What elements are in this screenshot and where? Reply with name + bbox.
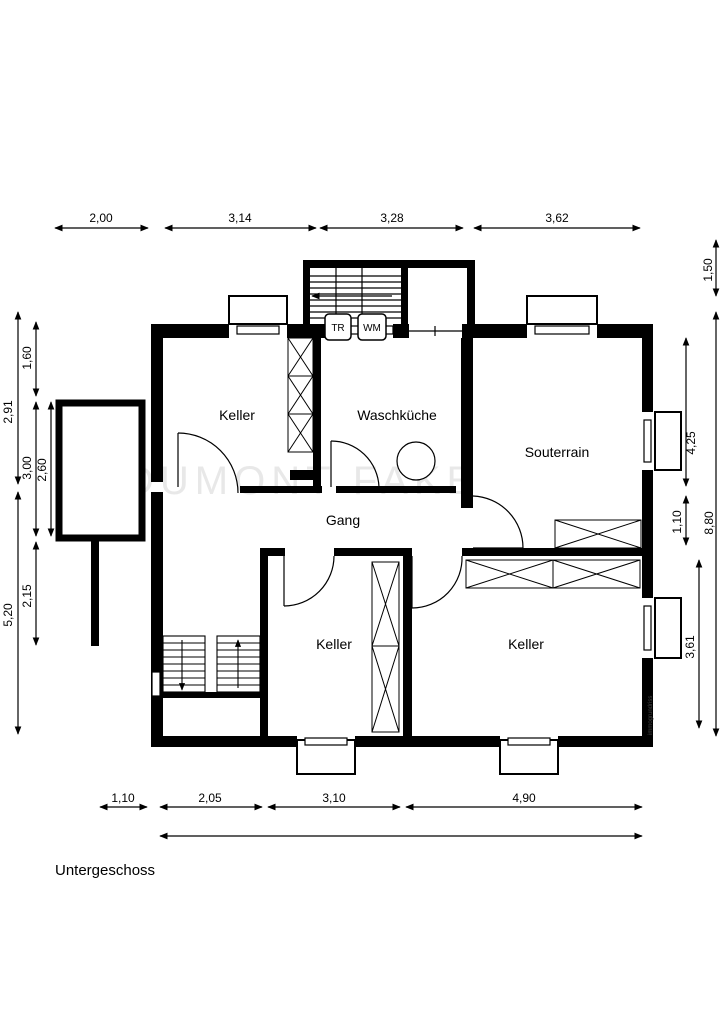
washer-icon	[357, 313, 387, 341]
exterior-stair	[303, 260, 475, 328]
dim-left-inner-1: 1,60	[20, 346, 34, 370]
room-keller-sw: Keller	[316, 636, 352, 652]
dim-bottom-4: 4,90	[512, 791, 536, 805]
cupboards	[287, 337, 642, 733]
dryer-label: TR	[331, 323, 344, 334]
washer-label: WM	[363, 323, 381, 334]
room-gang: Gang	[326, 512, 360, 528]
room-keller-se: Keller	[508, 636, 544, 652]
room-keller-nw: Keller	[219, 407, 255, 423]
dim-top-2: 3,14	[228, 211, 252, 225]
room-labels: Keller Waschküche Souterrain Gang Keller…	[219, 407, 589, 652]
light-wells	[228, 295, 682, 775]
dim-left-inner-4: 2,15	[20, 584, 34, 608]
dryer-icon	[324, 313, 352, 341]
dim-left-outer-1: 2,91	[1, 400, 15, 424]
dim-left-outer-2: 5,20	[1, 603, 15, 627]
room-souterrain: Souterrain	[525, 444, 590, 460]
appliances: TR WM	[324, 313, 436, 481]
floor-label: Untergeschoss	[55, 862, 156, 879]
dim-right-inner-2: 1,10	[670, 510, 684, 534]
dim-bottom-3: 3,10	[322, 791, 346, 805]
dim-right-outer-2: 8,80	[702, 511, 716, 535]
dim-top-3: 3,28	[380, 211, 404, 225]
dim-left-inner-2: 3,00	[20, 456, 34, 480]
doors	[177, 432, 524, 609]
outdoor-shaft	[55, 399, 146, 646]
interior-stair	[162, 635, 261, 693]
dim-right-inner-1: 4,25	[684, 431, 698, 455]
floor-drain-icon	[396, 441, 436, 481]
patio-door	[409, 326, 462, 336]
dimension-lines	[14, 224, 720, 840]
dim-left-inner-3: 2,60	[35, 458, 49, 482]
room-waschkueche: Waschküche	[357, 407, 437, 423]
credit: immogrundriss	[648, 696, 654, 735]
dim-bottom-2: 2,05	[198, 791, 222, 805]
dimension-labels: 2,00 3,14 3,28 3,62 1,10 2,05 3,10 4,90 …	[1, 211, 716, 805]
dim-right-inner-3: 3,61	[683, 635, 697, 659]
dim-bottom-1: 1,10	[111, 791, 135, 805]
dim-right-outer-1: 1,50	[701, 258, 715, 282]
dim-top-4: 3,62	[545, 211, 569, 225]
dim-top-1: 2,00	[89, 211, 113, 225]
